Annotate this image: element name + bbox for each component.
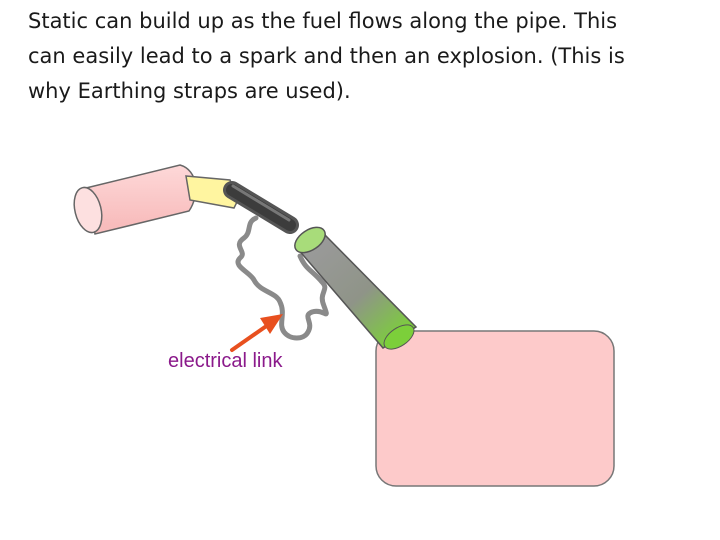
fuel-hose bbox=[73, 164, 197, 235]
fuel-nozzle bbox=[223, 181, 299, 234]
earthing-strap bbox=[235, 215, 329, 341]
caption-line-3: why Earthing straps are used). bbox=[28, 79, 351, 103]
caption: Static can build up as the fuel flows al… bbox=[28, 4, 708, 109]
caption-line-1: Static can build up as the fuel flows al… bbox=[28, 9, 618, 33]
filler-pipe bbox=[294, 226, 418, 350]
filler-pipe-mouth bbox=[294, 226, 326, 254]
hose-end bbox=[73, 186, 103, 234]
caption-line-2: can easily lead to a spark and then an e… bbox=[28, 44, 625, 68]
hose-connector bbox=[185, 175, 239, 209]
fuel-tank bbox=[375, 330, 615, 487]
electrical-link-label: electrical link bbox=[168, 350, 283, 372]
link-arrow bbox=[230, 314, 283, 352]
